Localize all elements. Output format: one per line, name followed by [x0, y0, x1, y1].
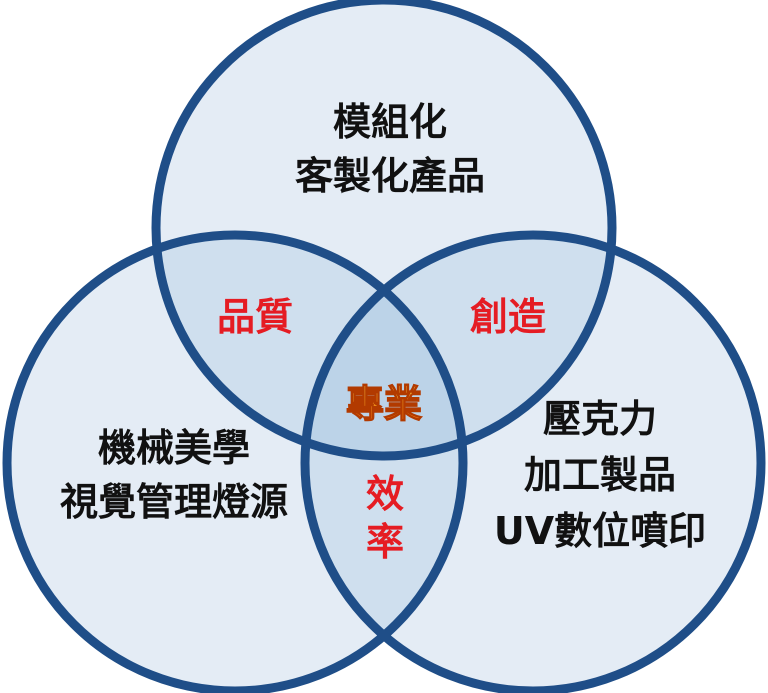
right-circle-label-line2: 加工製品 [524, 453, 676, 497]
overlap-left-right-label-line2: 率 [366, 520, 404, 564]
center-label: 專業 [346, 382, 422, 426]
overlap-top-left-label: 品質 [217, 295, 293, 339]
left-circle-label-line1: 機械美學 [98, 426, 250, 470]
overlap-center [305, 235, 463, 456]
right-circle-label-line1: 壓克力 [543, 397, 657, 441]
top-circle-label-line2: 客製化產品 [295, 154, 485, 198]
circle-right-outline [300, 230, 766, 693]
overlap-left-right-label-line1: 效 [366, 472, 404, 516]
circle-left-outline [2, 230, 468, 693]
left-circle-label-line2: 視覺管理燈源 [60, 480, 288, 524]
right-circle-label-line3: UV數位噴印 [494, 509, 706, 553]
top-circle-label-line1: 模組化 [333, 100, 447, 144]
overlap-top-right-label: 創造 [470, 295, 546, 339]
circle-top-outline [151, 0, 617, 461]
